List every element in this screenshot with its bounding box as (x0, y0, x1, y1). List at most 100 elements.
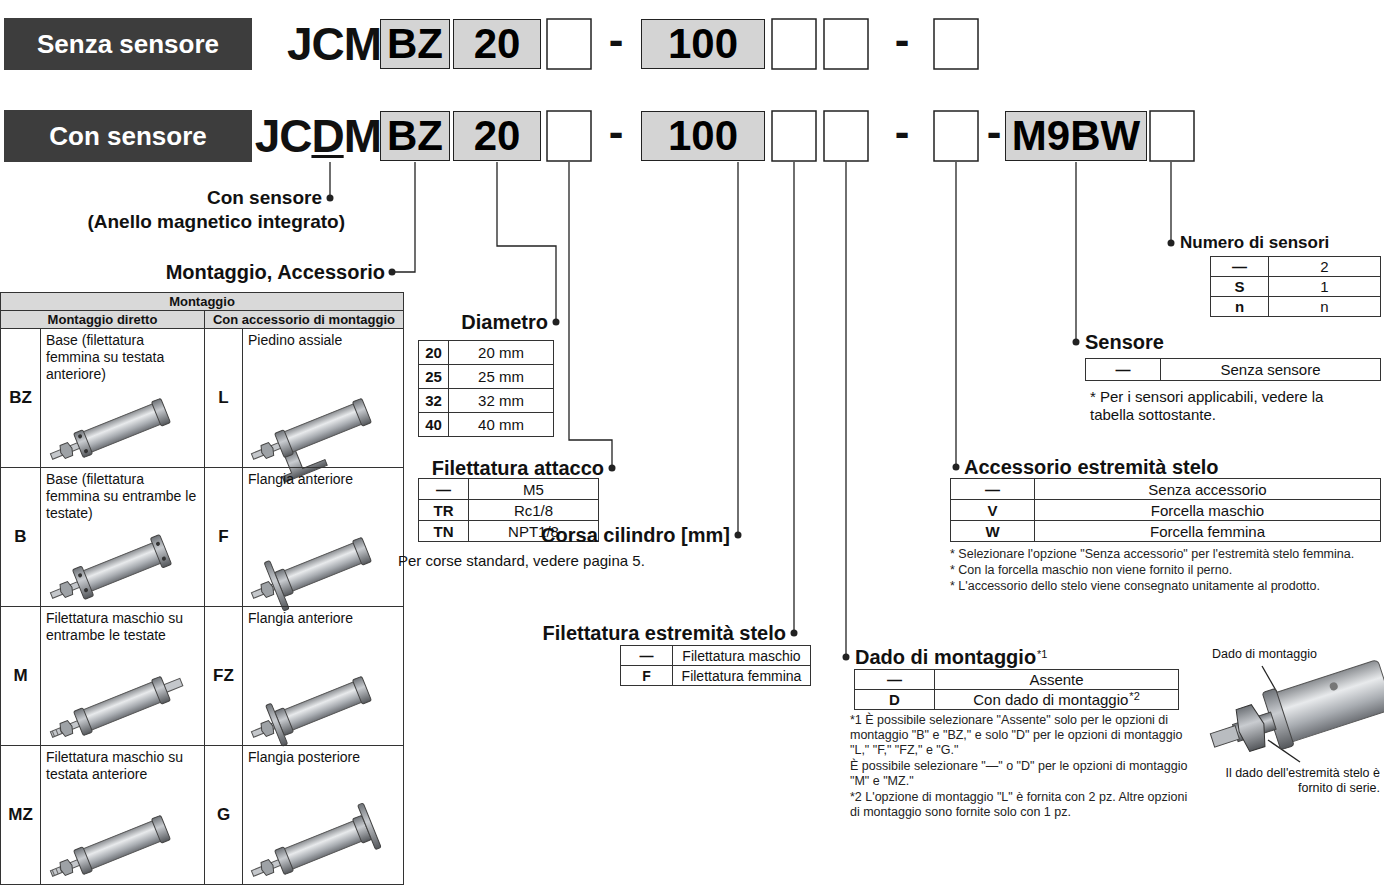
line-art (83, 821, 162, 870)
line-art (58, 720, 74, 737)
mount-description: Filettatura maschio su entrambe le testa… (40, 606, 205, 746)
line-art (569, 162, 612, 468)
table-cell: — (1210, 256, 1269, 277)
code-box: 20 (453, 19, 541, 69)
table-cell: 20 (418, 340, 449, 365)
table-cell: Filettatura femmina (672, 665, 811, 686)
label-text: *1 (1037, 648, 1047, 660)
label-text: D (311, 110, 343, 162)
line-art (74, 708, 93, 736)
line-art (46, 535, 172, 611)
table-cell: Con dado di montaggio*2 (934, 689, 1179, 710)
table-cell: L (204, 328, 243, 468)
line-art (843, 654, 850, 661)
table-cell: 20 mm (448, 340, 554, 365)
line-art (1073, 339, 1080, 346)
line-art (56, 729, 58, 735)
line-art (329, 162, 330, 198)
box-text: BZ (387, 112, 443, 160)
table-cell: — (418, 478, 469, 500)
table-cell: M (0, 606, 41, 746)
table-cell: Rc1/8 (468, 499, 599, 521)
line-art (547, 19, 591, 69)
line-art (934, 19, 978, 69)
table-cell: 40 (418, 412, 449, 437)
label-text: È possibile selezionare "—" o "D" per le… (850, 759, 1188, 789)
line-art (609, 465, 616, 472)
code-box: 20 (453, 111, 541, 161)
line-art (358, 803, 382, 850)
line-art (151, 815, 170, 843)
line-art (244, 668, 375, 755)
line-art (934, 111, 978, 161)
label-text: Per corse standard, vedere pagina 5. (398, 552, 728, 570)
section-heading: Dado di montaggio*1 (855, 645, 1185, 669)
line-art (47, 398, 171, 468)
line-art (83, 404, 162, 453)
table-cell: 32 mm (448, 388, 554, 413)
table-cell: S (1210, 276, 1269, 297)
box-text: BZ (387, 20, 443, 68)
line-art (1329, 681, 1339, 691)
section-heading: Filettatura attacco (404, 456, 604, 480)
table-cell: 40 mm (448, 412, 554, 437)
line-art (793, 162, 794, 633)
line-art (791, 630, 798, 637)
section-heading: Montaggio, Accessorio (135, 260, 385, 284)
label-text: * Selezionare l'opzione "Senza accessori… (950, 547, 1380, 562)
box-text: M9BW (1012, 112, 1140, 160)
section-heading: - (882, 104, 922, 160)
line-art (151, 398, 170, 426)
line-art (151, 676, 170, 704)
line-art (275, 847, 294, 875)
label-text: JCM (276, 14, 381, 74)
line-art (389, 269, 396, 276)
line-art (83, 449, 88, 454)
line-art (83, 682, 162, 731)
line-art (1075, 162, 1076, 342)
table-cell: Con accessorio di montaggio (204, 310, 404, 329)
line-art (47, 815, 171, 885)
line-art (955, 162, 956, 467)
table-cell: MZ (0, 745, 41, 885)
line-art (284, 821, 363, 870)
mount-description: Piedino assiale (242, 328, 404, 468)
table-cell: D (854, 689, 935, 710)
line-art (56, 868, 58, 874)
line-art (72, 566, 93, 599)
table-cell: — (950, 478, 1035, 500)
line-art (352, 676, 371, 704)
note-block: * Selezionare l'opzione "Senza accessori… (950, 547, 1380, 594)
mount-description: Flangia posteriore (242, 745, 404, 885)
table-cell: 32 (418, 388, 449, 413)
note-block: *1 È possibile selezionare "Assente" sol… (850, 713, 1188, 820)
line-art (77, 573, 82, 578)
line-art (953, 464, 960, 471)
table-cell: Montaggio diretto (0, 310, 205, 329)
table-cell: — (854, 669, 935, 690)
line-art (284, 404, 363, 453)
line-art (737, 162, 738, 535)
header-box: Con sensore (4, 110, 252, 162)
line-art (772, 111, 816, 161)
line-art (74, 847, 93, 875)
line-art (52, 870, 54, 876)
label-text: Il dado dell'estremità stelo è fornito d… (1190, 766, 1380, 800)
box-text: 20 (474, 20, 521, 68)
table-cell: Assente (934, 669, 1179, 690)
section-heading: Accessorio estremità stelo (964, 455, 1364, 479)
line-art (392, 162, 415, 272)
line-art (845, 162, 846, 657)
label-text: * Per i sensori applicabili, vedere la t… (1090, 388, 1370, 424)
label-text: * Con la forcella maschio non viene forn… (950, 563, 1380, 578)
code-box: BZ (380, 19, 450, 69)
line-art (497, 162, 556, 322)
label-text: Dado di montaggio (855, 646, 1036, 668)
line-art (161, 556, 166, 561)
mount-description: Flangia anteriore (242, 467, 404, 607)
table-cell: 1 (1268, 276, 1381, 297)
section-heading: Filettatura estremità stelo (486, 621, 786, 645)
line-art (1210, 726, 1239, 747)
table-cell: V (950, 499, 1035, 521)
line-art (58, 442, 74, 459)
